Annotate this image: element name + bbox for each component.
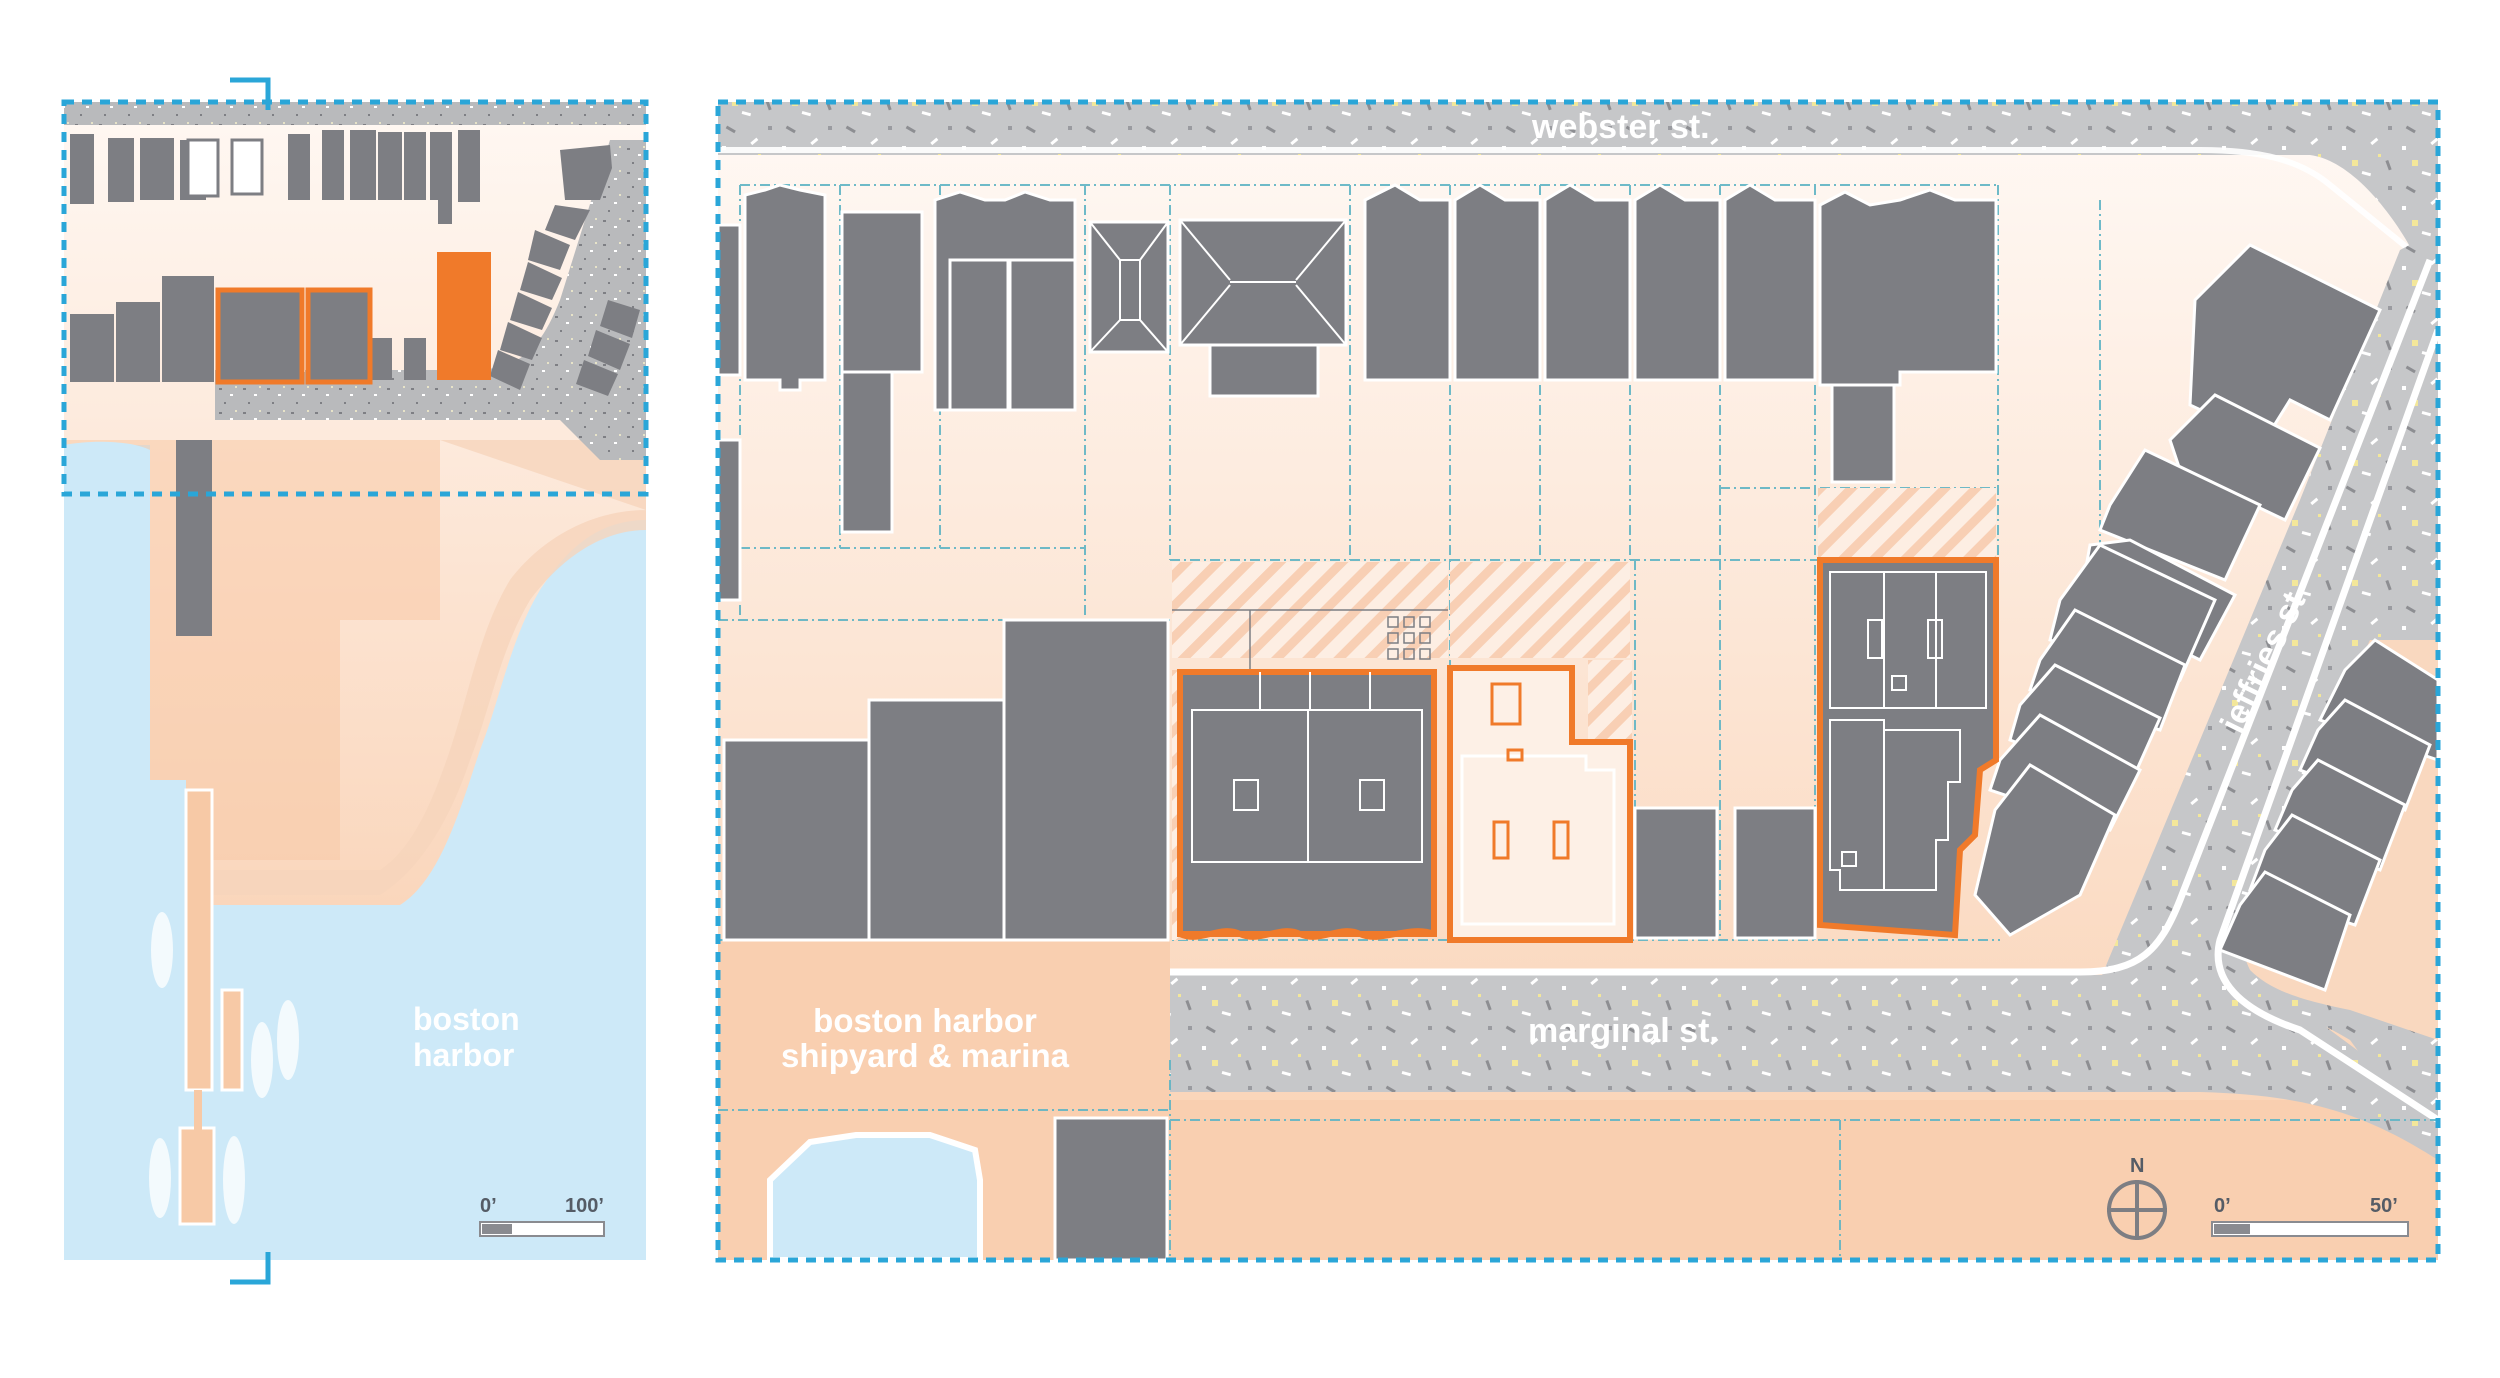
section-marker-top [230, 77, 271, 110]
commercial-buildings [722, 618, 1817, 1262]
roof-lines [1089, 219, 1347, 353]
right-scale-bar: 0’ 50’ [2211, 1195, 2409, 1237]
site-c [437, 252, 491, 380]
left-scale-bar: 0’ 100’ [479, 1195, 605, 1237]
marginal-curb [1170, 258, 2434, 976]
site-building-1 [1177, 669, 1437, 940]
scale-max: 100’ [565, 1195, 604, 1217]
site-b [305, 287, 373, 385]
hatched-zone [1818, 488, 1996, 558]
north-label: N [2130, 1155, 2144, 1177]
scale-zero: 0’ [480, 1195, 497, 1217]
jeffries-row-houses [1973, 243, 2440, 992]
pier-branch [220, 988, 244, 1092]
water-label-line2: harbor [413, 1037, 514, 1073]
site-building-3 [1817, 557, 1999, 939]
boat [151, 912, 173, 988]
boat [277, 1000, 299, 1080]
north-arrow: N [2107, 1155, 2167, 1240]
marginal-street [1170, 975, 2438, 1160]
inlet-water-2 [64, 780, 150, 1100]
pier [184, 788, 214, 1092]
site-label-line1: boston harbor [813, 1002, 1037, 1039]
road-top [64, 102, 646, 125]
hatched-zone [1588, 660, 1632, 740]
scale-zero: 0’ [2214, 1195, 2231, 1217]
site-a [215, 287, 305, 385]
site-building-2 [1447, 665, 1633, 943]
section-marker-bottom [230, 1252, 271, 1285]
pier-end [178, 1126, 216, 1226]
jeffries-curb-right [2214, 328, 2442, 1123]
scale-max: 50’ [2370, 1195, 2398, 1217]
zoom-frame [61, 99, 649, 497]
boat [251, 1022, 273, 1098]
detail-map: webster st. marginal st. jeffries st bos… [715, 99, 2442, 1263]
marginal-street-label: marginal st. [1528, 1012, 1719, 1050]
overview-map: boston harbor 0’ 100’ [61, 77, 649, 1285]
webster-street-label: webster st. [1531, 108, 1710, 146]
boat [149, 1138, 171, 1218]
shoreline-band [210, 440, 646, 895]
webster-street [718, 102, 2438, 250]
water-label-line1: boston [413, 1001, 520, 1037]
marina-basin [767, 1132, 983, 1263]
pier-link [194, 1090, 202, 1130]
hatched-zone [1450, 562, 1630, 658]
left-buildings [70, 130, 640, 636]
mechanical-grid [1387, 616, 1431, 660]
site-label-line2: shipyard & marina [781, 1037, 1070, 1074]
dock-mass [64, 440, 440, 900]
boat [223, 1136, 245, 1224]
webster-curb [718, 147, 2422, 261]
